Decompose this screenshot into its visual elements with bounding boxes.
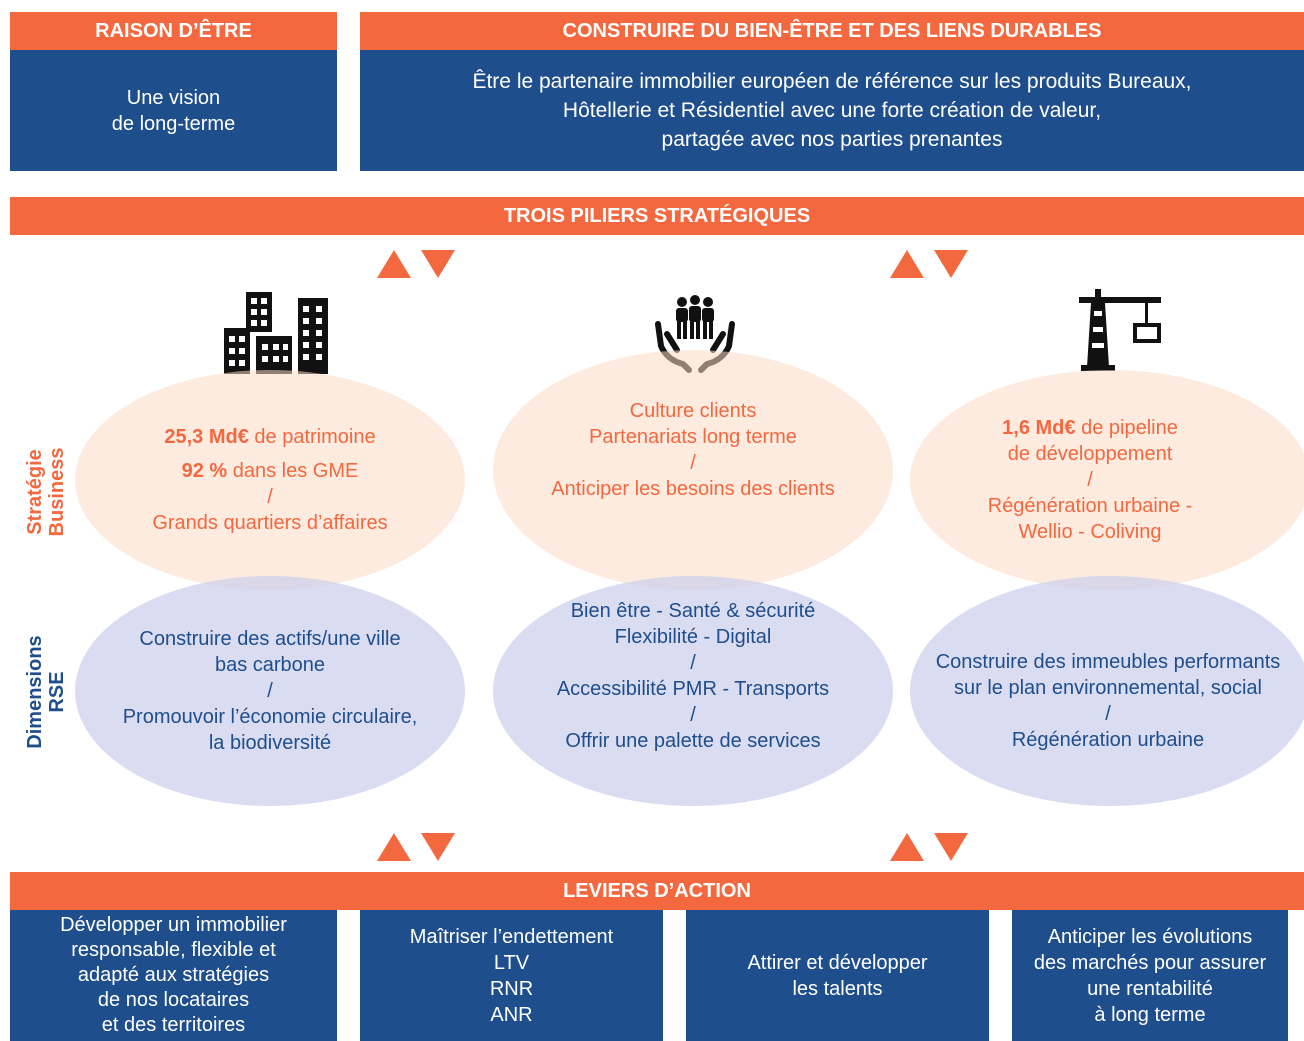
- raison-line-2: de long-terme: [111, 112, 236, 135]
- rse-line: Promouvoir l’économie circulaire,: [122, 706, 418, 728]
- levers-title: LEVIERS D’ACTION: [10, 872, 1304, 910]
- raison-box: Une vision de long-terme: [10, 50, 337, 171]
- rse-line: Construire des immeubles performants: [935, 651, 1281, 673]
- rse-ellipse-2: Bien être - Santé & sécurité Flexibilité…: [493, 576, 893, 806]
- lever-box-4: Anticiper les évolutions des marchés pou…: [1012, 910, 1288, 1041]
- kpi-text: de pipeline: [1075, 417, 1178, 439]
- arrow-up-icon: [890, 250, 924, 278]
- lever-line: Maîtriser l’endettement: [409, 925, 614, 948]
- lever-box-2: Maîtriser l’endettement LTV RNR ANR: [360, 910, 663, 1041]
- separator: /: [1087, 469, 1093, 491]
- lever-line: à long terme: [1094, 1003, 1206, 1026]
- lever-line: une rentabilité: [1087, 977, 1213, 1000]
- rse-line: Flexibilité - Digital: [614, 626, 772, 648]
- kpi-value: 92 %: [181, 460, 228, 482]
- mission-line-3: partagée avec nos parties prenantes: [661, 128, 1003, 151]
- business-ellipse-2: Culture clients Partenariats long terme …: [493, 350, 893, 590]
- business-ellipse-1: 25,3 Md€ de patrimoine 92 % dans les GME…: [75, 370, 465, 590]
- mission-box: Être le partenaire immobilier européen d…: [360, 50, 1304, 171]
- separator: /: [690, 452, 696, 474]
- rse-line: Régénération urbaine: [1011, 729, 1205, 751]
- business-line: Régénération urbaine -: [987, 495, 1193, 517]
- kpi-text: de patrimoine: [248, 426, 376, 448]
- crane-icon: [1079, 289, 1161, 371]
- business-kpi-patrimoine: 25,3 Md€ de patrimoine: [164, 424, 375, 450]
- arrow-down-icon: [421, 250, 455, 278]
- business-kpi-pipeline: 1,6 Md€ de pipeline: [1002, 415, 1178, 441]
- mission-line-1: Être le partenaire immobilier européen d…: [472, 70, 1192, 93]
- business-line: Culture clients: [629, 400, 757, 422]
- lever-line: Anticiper les évolutions: [1047, 925, 1253, 948]
- rse-line: Accessibilité PMR - Transports: [556, 678, 830, 700]
- lever-line: des marchés pour assurer: [1033, 951, 1267, 974]
- lever-line: de nos locataires: [97, 989, 250, 1011]
- separator: /: [690, 704, 696, 726]
- lever-line: ANR: [490, 1003, 533, 1026]
- arrow-down-icon: [934, 250, 968, 278]
- lever-line: Développer un immobilier: [60, 914, 287, 936]
- separator: /: [267, 680, 273, 702]
- business-line: de développement: [1007, 443, 1173, 465]
- separator: /: [1105, 703, 1111, 725]
- lever-line: responsable, flexible et: [71, 939, 276, 961]
- side-label-line: RSE: [46, 671, 68, 713]
- business-kpi-gme: 92 % dans les GME: [182, 458, 359, 484]
- buildings-icon: [224, 292, 328, 374]
- raison-title: RAISON D’ÊTRE: [10, 12, 337, 50]
- lever-box-3: Attirer et développer les talents: [686, 910, 989, 1041]
- rse-line: sur le plan environnemental, social: [954, 677, 1262, 699]
- lever-line: Attirer et développer: [747, 951, 928, 974]
- lever-line: adapté aux stratégies: [77, 964, 270, 986]
- side-label-business: Stratégie Business: [24, 422, 72, 562]
- mission-line-2: Hôtellerie et Résidentiel avec une forte…: [562, 99, 1102, 122]
- business-line: Anticiper les besoins des clients: [551, 478, 835, 500]
- kpi-value: 1,6 Md€: [1002, 417, 1076, 439]
- separator: /: [267, 486, 273, 508]
- side-label-line: Business: [46, 447, 68, 537]
- rse-line: bas carbone: [214, 654, 326, 676]
- arrow-down-icon: [421, 833, 455, 861]
- pillars-title: TROIS PILIERS STRATÉGIQUES: [10, 197, 1304, 235]
- rse-line: Bien être - Santé & sécurité: [570, 600, 816, 622]
- arrow-up-icon: [377, 833, 411, 861]
- lever-box-1: Développer un immobilier responsable, fl…: [10, 910, 337, 1041]
- raison-line-1: Une vision: [126, 86, 221, 109]
- kpi-text: dans les GME: [227, 460, 359, 482]
- rse-line: la biodiversité: [208, 732, 332, 754]
- business-ellipse-3: 1,6 Md€ de pipeline de développement / R…: [910, 370, 1304, 590]
- lever-line: les talents: [792, 977, 883, 1000]
- rse-ellipse-3: Construire des immeubles performants sur…: [910, 576, 1304, 806]
- side-label-line: Stratégie: [24, 449, 46, 535]
- business-line: Partenariats long terme: [589, 426, 797, 448]
- arrow-up-icon: [377, 250, 411, 278]
- business-line: Grands quartiers d’affaires: [152, 512, 388, 534]
- lever-line: RNR: [489, 977, 534, 1000]
- kpi-value: 25,3 Md€: [164, 426, 249, 448]
- rse-line: Construire des actifs/une ville: [139, 628, 401, 650]
- lever-line: LTV: [493, 951, 530, 974]
- side-label-line: Dimensions: [24, 635, 46, 749]
- business-line: Wellio - Coliving: [1018, 521, 1162, 543]
- lever-line: et des territoires: [101, 1014, 246, 1036]
- rse-line: Offrir une palette de services: [565, 730, 821, 752]
- rse-ellipse-1: Construire des actifs/une ville bas carb…: [75, 576, 465, 806]
- arrow-down-icon: [934, 833, 968, 861]
- arrow-up-icon: [890, 833, 924, 861]
- mission-title: CONSTRUIRE DU BIEN-ÊTRE ET DES LIENS DUR…: [360, 12, 1304, 50]
- separator: /: [690, 652, 696, 674]
- side-label-rse: Dimensions RSE: [24, 622, 72, 762]
